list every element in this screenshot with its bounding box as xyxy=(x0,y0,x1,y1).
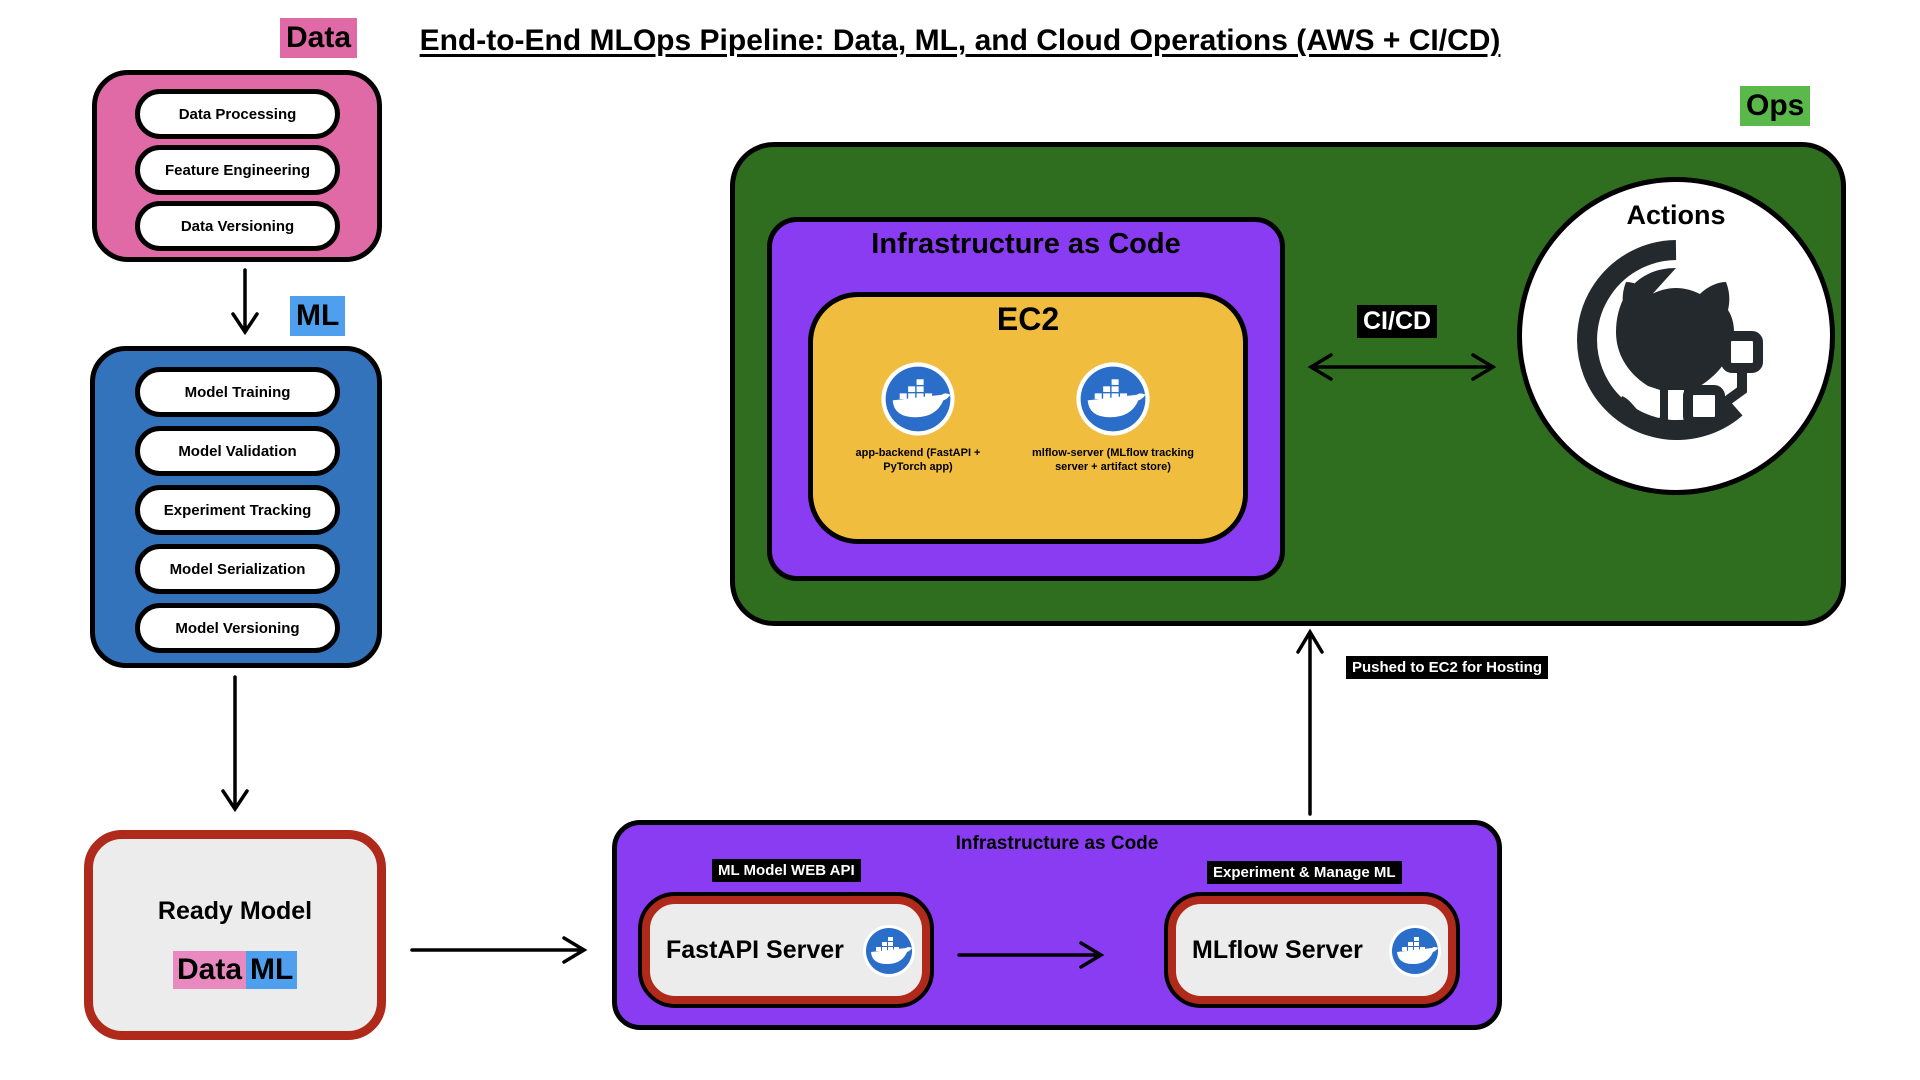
ops-tag: Ops xyxy=(1740,86,1811,126)
cicd-label: CI/CD xyxy=(1357,305,1438,338)
ready-model-title: Ready Model xyxy=(157,897,313,925)
docker-icon xyxy=(863,925,915,977)
container-label: mlflow-server (MLflow tracking server + … xyxy=(1032,447,1194,473)
ready-model-ml-tag: ML xyxy=(246,951,298,989)
ready-model-tags: Data ML xyxy=(173,951,298,989)
ml-tag: ML xyxy=(290,296,346,336)
data-stage-box: Data Processing Feature Engineering Data… xyxy=(92,70,382,262)
fastapi-tag: ML Model WEB API xyxy=(712,859,861,882)
arrow-fastapi-to-mlflow xyxy=(957,941,1105,969)
actions-circle: Actions xyxy=(1517,177,1835,495)
arrow-data-to-ml xyxy=(231,268,259,336)
local-iac-title: Infrastructure as Code xyxy=(955,833,1159,854)
arrow-ready-model-to-iac xyxy=(410,936,588,964)
local-iac-box: Infrastructure as Code ML Model WEB API … xyxy=(612,820,1502,1030)
mlflow-tag: Experiment & Manage ML xyxy=(1207,861,1402,884)
ready-model-box: Ready Model Data ML xyxy=(84,830,386,1040)
ml-item: Model Validation xyxy=(135,426,340,476)
ops-iac-box: Infrastructure as Code EC2 app-backend (… xyxy=(767,217,1285,581)
docker-icon xyxy=(881,362,955,436)
data-item: Data Versioning xyxy=(135,201,340,251)
container-app-backend: app-backend (FastAPI + PyTorch app) xyxy=(833,361,1003,474)
fastapi-server-label: FastAPI Server xyxy=(666,936,844,964)
data-tag: Data xyxy=(280,18,358,58)
fastapi-server-box: FastAPI Server xyxy=(638,892,934,1008)
ml-item: Model Training xyxy=(135,367,340,417)
container-mlflow-server: mlflow-server (MLflow tracking server + … xyxy=(1018,361,1208,474)
actions-title: Actions xyxy=(1626,200,1726,230)
container-label: app-backend (FastAPI + PyTorch app) xyxy=(855,447,981,473)
ml-item: Experiment Tracking xyxy=(135,485,340,535)
data-item: Feature Engineering xyxy=(135,145,340,195)
arrow-iac-to-ops xyxy=(1296,628,1324,816)
ec2-box: EC2 app-backend (FastAPI + PyTorch app) xyxy=(808,292,1248,544)
mlflow-server-label: MLflow Server xyxy=(1192,936,1363,964)
ml-item: Model Versioning xyxy=(135,603,340,653)
ec2-title: EC2 xyxy=(996,301,1060,337)
cicd-double-arrow xyxy=(1307,353,1497,381)
ml-item: Model Serialization xyxy=(135,544,340,594)
ml-stage-box: Model Training Model Validation Experime… xyxy=(90,346,382,668)
ops-box: Infrastructure as Code EC2 app-backend (… xyxy=(730,142,1846,626)
arrow-ml-to-ready-model xyxy=(221,675,249,813)
docker-icon xyxy=(1076,362,1150,436)
ready-model-data-tag: Data xyxy=(173,951,247,989)
pushed-label: Pushed to EC2 for Hosting xyxy=(1346,656,1549,679)
diagram-title: End-to-End MLOps Pipeline: Data, ML, and… xyxy=(419,24,1501,57)
github-actions-icon xyxy=(1577,240,1763,440)
docker-icon xyxy=(1389,925,1441,977)
data-item: Data Processing xyxy=(135,89,340,139)
ops-iac-title: Infrastructure as Code xyxy=(871,228,1181,260)
mlflow-server-box: MLflow Server xyxy=(1164,892,1460,1008)
